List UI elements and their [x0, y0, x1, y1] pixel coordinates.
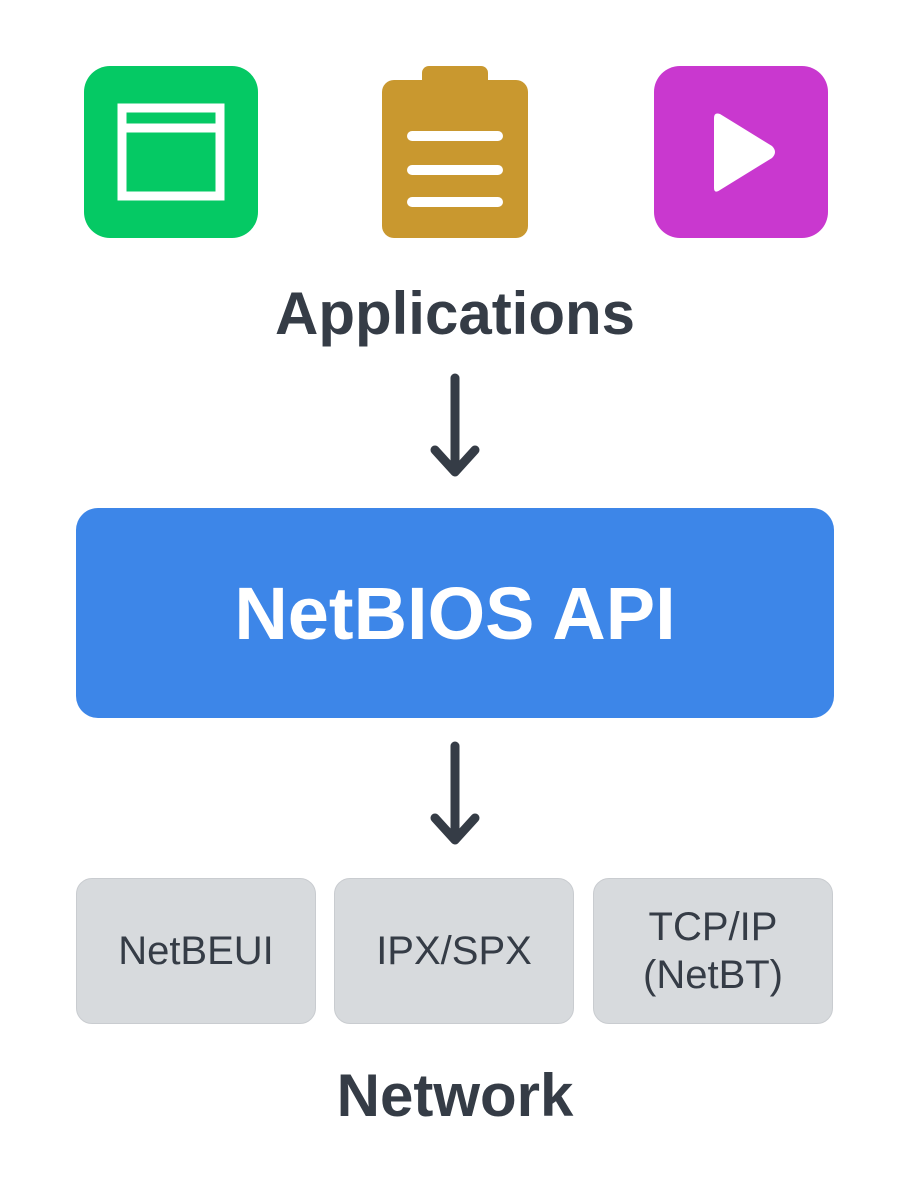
down-arrow-icon [425, 740, 485, 850]
play-icon [654, 66, 828, 238]
applications-label: Applications [274, 280, 636, 347]
protocol-box-netbeui: NetBEUI [76, 878, 316, 1024]
protocol-label: IPX/SPX [376, 929, 532, 973]
protocol-box-tcp-ip: TCP/IP (NetBT) [593, 878, 833, 1024]
network-label: Network [336, 1062, 574, 1129]
protocol-box-ipx-spx: IPX/SPX [334, 878, 574, 1024]
protocol-label: TCP/IP [648, 905, 778, 949]
protocol-sublabel: (NetBT) [643, 953, 783, 997]
netbios-api-label: NetBIOS API [234, 571, 676, 655]
netbios-api-box: NetBIOS API [76, 508, 834, 718]
clipboard-icon [368, 66, 542, 238]
protocol-label: NetBEUI [118, 929, 274, 973]
down-arrow-icon [425, 372, 485, 482]
window-icon [84, 66, 258, 238]
